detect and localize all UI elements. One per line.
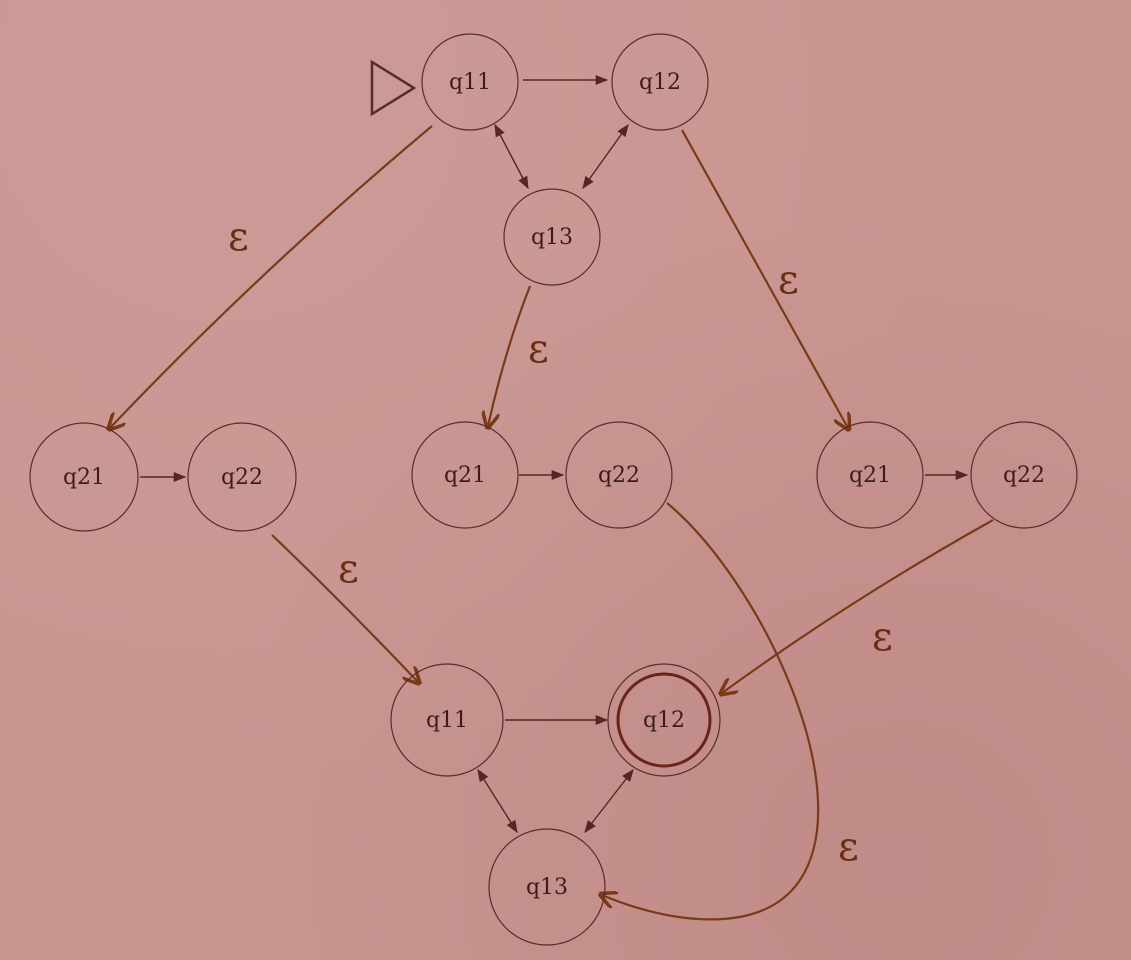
state-label: q22 [1003, 463, 1045, 488]
start-marker [370, 59, 417, 117]
state-label: q21 [444, 463, 486, 488]
state-mid-q22: q22 [565, 421, 673, 529]
eps-edge-top-q11-left-q21 [110, 125, 433, 428]
transitions [140, 74, 969, 834]
state-top-q12: q12 [611, 33, 709, 131]
state-label: q11 [449, 70, 491, 95]
state-right-q22: q22 [970, 421, 1078, 529]
edge-bot-q12-q13 [584, 769, 634, 833]
state-bot-q12-accepting: q12 [607, 663, 721, 777]
state-label: q22 [221, 465, 263, 490]
eps-label-2: ε [528, 326, 549, 372]
state-left-q21: q21 [29, 422, 139, 532]
state-label: q21 [849, 463, 891, 488]
state-bot-q11: q11 [390, 663, 504, 777]
eps-label-5: ε [872, 614, 893, 660]
state-label: q21 [63, 465, 105, 490]
edge-top-q11-q13 [494, 123, 529, 190]
eps-edge-top-q13-mid-q21 [488, 285, 532, 426]
state-label: q22 [598, 463, 640, 488]
epsilon-transitions [110, 125, 994, 921]
state-bot-q13: q13 [488, 828, 606, 946]
eps-label-4: ε [338, 546, 359, 592]
state-label: q13 [531, 225, 573, 250]
state-label: q12 [643, 708, 685, 733]
state-top-q11: q11 [421, 33, 519, 131]
state-label: q11 [426, 708, 468, 733]
state-left-q22: q22 [187, 422, 297, 532]
eps-edge-left-q22-bot-q11 [271, 534, 418, 682]
eps-edge-top-q12-right-q21 [681, 129, 848, 428]
state-right-q21: q21 [816, 421, 924, 529]
state-mid-q21: q21 [411, 421, 519, 529]
state-label: q12 [639, 70, 681, 95]
state-top-q13: q13 [503, 188, 601, 286]
eps-label-6: ε [838, 824, 859, 870]
state-label: q13 [526, 875, 568, 900]
eps-label-3: ε [778, 257, 799, 303]
eps-edge-mid-q22-bot-q13 [602, 502, 820, 921]
edge-bot-q11-q13 [477, 768, 518, 834]
eps-edge-right-q22-bot-q12 [722, 519, 994, 693]
epsilon-labels: ε ε ε ε ε ε [228, 214, 893, 870]
edge-top-q12-q13 [582, 123, 629, 190]
eps-label-1: ε [228, 214, 249, 260]
